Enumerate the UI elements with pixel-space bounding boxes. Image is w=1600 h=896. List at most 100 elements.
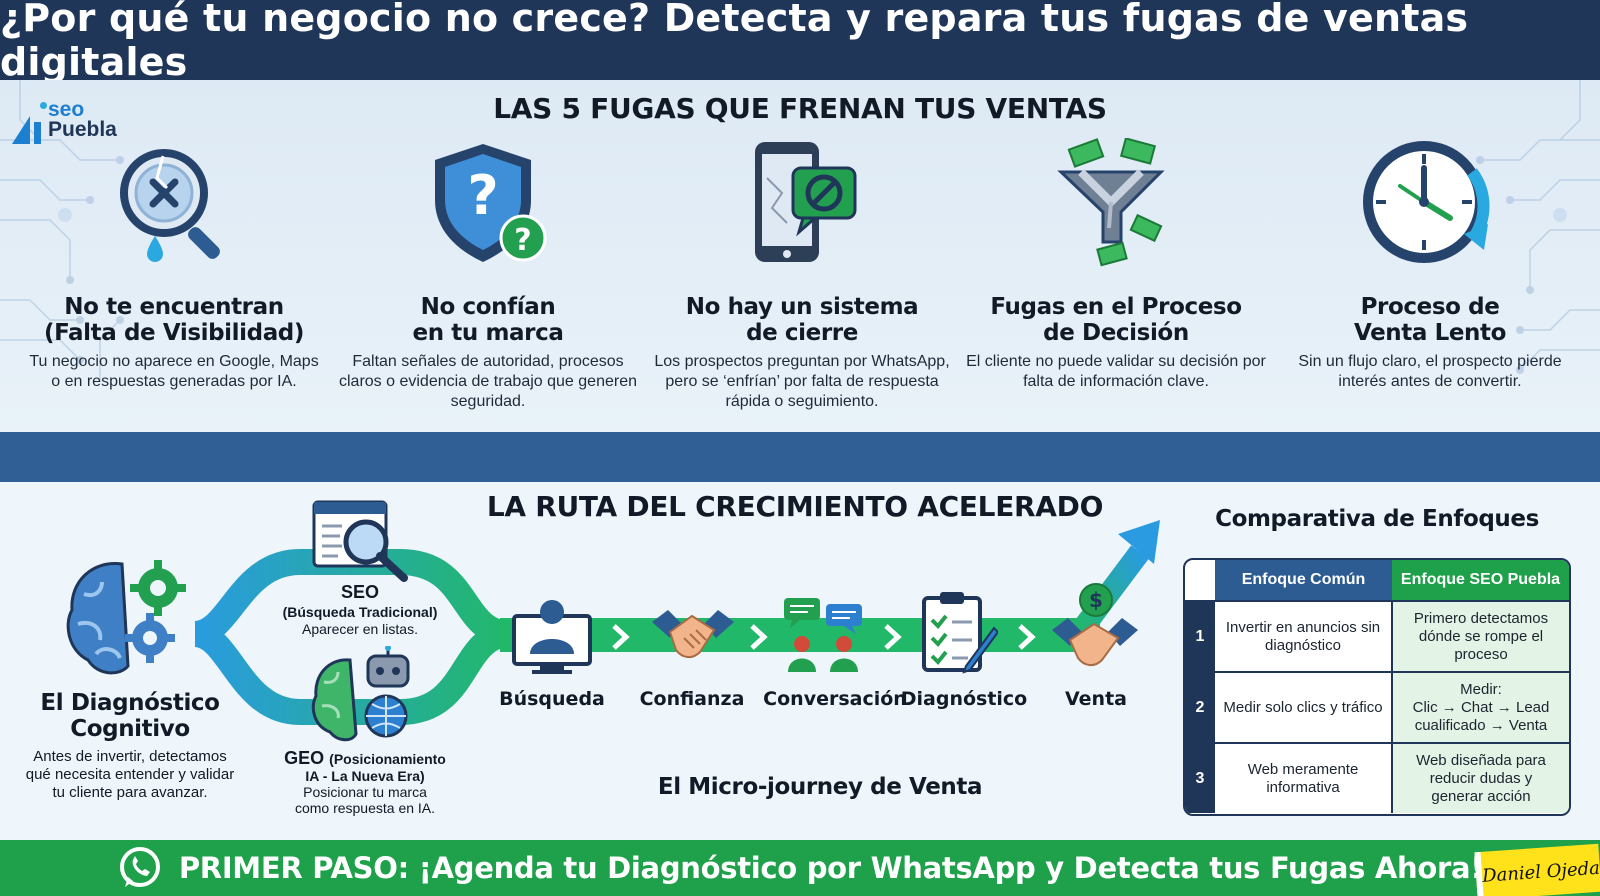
leak-title-1-line-2: (Falta de Visibilidad) [43, 320, 304, 346]
micro-journey-label: El Micro-journey de Venta [657, 774, 983, 800]
diagnostic-title-line-2: Cognitivo [70, 716, 190, 742]
row-seo-line-1: Web diseñada para [1416, 751, 1546, 769]
table-row: 1 Invertir en anuncios sin diagnóstico P… [1185, 600, 1569, 671]
diagnostic-desc-line-3: tu cliente para avanzar. [52, 784, 208, 801]
step-label-diagnostico: Diagnóstico [900, 688, 1028, 710]
leak-desc-1: Tu negocio no aparece en Google, Maps o … [29, 353, 319, 390]
row-seo-line-3: generar acción [1431, 787, 1531, 805]
diagnostic-desc-line-2: qué necesita entender y validar [25, 766, 235, 783]
comparison-table: Enfoque Común Enfoque SEO Puebla 1 Inver… [1183, 558, 1571, 816]
svg-text:?: ? [514, 223, 531, 258]
people-chat-icon [784, 598, 862, 672]
geo-subtitle: IA - La Nueva Era) [305, 768, 425, 784]
leaking-funnel-money-icon [1057, 138, 1165, 267]
diagnostic-title: El Diagnóstico Cognitivo [20, 690, 240, 742]
column-header-common: Enfoque Común [1215, 560, 1392, 600]
route-flow-graphic [193, 520, 1160, 725]
row-seo-cell: Primero detectamos dónde se rompe el pro… [1393, 602, 1569, 671]
leak-item-slow: Proceso de Venta Lento Sin un flujo clar… [1270, 138, 1590, 392]
circuit-decoration-left-icon [0, 80, 124, 380]
row-seo-line-3: cualificado → Venta [1414, 716, 1548, 734]
brain-robot-globe-icon [311, 646, 410, 742]
row-seo-cell: Medir: Clic → Chat → Lead cualificado → … [1393, 673, 1569, 742]
table-row: 2 Medir solo clics y tráfico Medir: Clic… [1185, 671, 1569, 742]
row-seo-line-1: Medir: [1460, 680, 1502, 698]
seo-puebla-logo: seo Puebla [10, 98, 140, 148]
leak-title-3-line-1: No hay un sistema [685, 294, 919, 320]
section-divider [0, 432, 1600, 482]
brain-gears-icon [66, 560, 186, 675]
row-common-cell: Invertir en anuncios sin diagnóstico [1215, 602, 1393, 671]
chevron-right-icon [612, 624, 630, 650]
step-label-busqueda: Búsqueda [499, 688, 605, 710]
table-row: 3 Web meramente informativa Web diseñada… [1185, 742, 1569, 813]
leak-title-1-line-1: No te encuentran [64, 294, 284, 320]
clipboard-check-icon [922, 592, 998, 674]
leak-title-5-line-1: Proceso de [1360, 294, 1500, 320]
leaks-title: LAS 5 FUGAS QUE FRENAN TUS VENTAS [493, 92, 1107, 125]
geo-title-paren: (Posicionamiento [329, 751, 446, 767]
svg-text:?: ? [467, 164, 498, 227]
person-monitor-icon [512, 600, 592, 674]
leak-desc-4: El cliente no puede validar su decisión … [966, 353, 1266, 390]
handshake-dollar-icon: $ [1052, 583, 1138, 666]
leaks-grid: No te encuentran (Falta de Visibilidad) … [0, 138, 1600, 428]
leak-desc-3: Los prospectos preguntan por WhatsApp, p… [654, 353, 950, 410]
row-seo-line-1: Primero detectamos [1413, 609, 1549, 627]
browser-magnifier-icon [312, 500, 408, 582]
clock-arrow-icon [1363, 141, 1490, 263]
logo-text-puebla: Puebla [48, 118, 117, 141]
geo-title: GEO (Posicionamiento [270, 748, 460, 769]
page-title: ¿Por qué tu negocio no crece? Detecta y … [0, 0, 1469, 84]
circuit-decoration-right-icon [1476, 80, 1600, 374]
handshake-icon [652, 610, 734, 658]
row-seo-line-2: Clic → Chat → Lead [1412, 698, 1550, 716]
cta-banner[interactable]: PRIMER PASO: ¡Agenda tu Diagnóstico por … [0, 840, 1600, 896]
geo-desc-line-1: Posicionar tu marca [303, 784, 427, 800]
route-title: LA RUTA DEL CRECIMIENTO ACELERADO [486, 490, 1104, 523]
row-common-cell: Medir solo clics y tráfico [1215, 673, 1393, 742]
leak-title-4-line-1: Fugas en el Proceso [990, 294, 1242, 320]
row-seo-line-2: dónde se rompe el [1418, 627, 1544, 645]
logo-mark-icon [12, 116, 41, 144]
leak-title-3-line-2: de cierre [746, 320, 858, 346]
leak-item-visibility: No te encuentran (Falta de Visibilidad) … [14, 138, 334, 392]
row-number: 1 [1185, 602, 1215, 671]
svg-text:$: $ [1089, 588, 1103, 612]
whatsapp-icon [119, 847, 160, 887]
step-label-venta: Venta [1065, 688, 1127, 710]
row-seo-cell: Web diseñada para reducir dudas y genera… [1393, 744, 1569, 813]
seo-subtitle: (Búsqueda Tradicional) [282, 604, 438, 620]
leak-title-2-line-1: No confían [420, 294, 556, 320]
diagnostic-title-line-1: El Diagnóstico [40, 690, 220, 716]
signature: Daniel Ojeda [1474, 843, 1600, 896]
phone-blocked-chat-icon [755, 142, 857, 262]
leaks-section: seo Puebla LAS 5 FUGAS QUE FRENAN TUS VE… [0, 80, 1600, 432]
logo-dot [40, 102, 47, 109]
comparison-title: Comparativa de Enfoques [1215, 506, 1539, 532]
row-number: 3 [1185, 744, 1215, 813]
diagnostic-desc-line-1: Antes de invertir, detectamos [33, 748, 227, 765]
seo-title: SEO [340, 582, 379, 602]
shield-question-icon: ? ? [435, 144, 547, 262]
leak-item-closing: No hay un sistema de cierre Los prospect… [642, 138, 962, 412]
leak-item-trust: ? ? No confían en tu marca Faltan señale… [328, 138, 648, 412]
cta-text[interactable]: PRIMER PASO: ¡Agenda tu Diagnóstico por … [178, 851, 1484, 885]
leak-title-5-line-2: Venta Lento [1353, 320, 1507, 346]
column-header-seo-puebla: Enfoque SEO Puebla [1392, 560, 1569, 600]
row-number: 2 [1185, 673, 1215, 742]
chevron-right-icon [884, 624, 902, 650]
row-seo-line-3: proceso [1454, 645, 1508, 663]
leak-desc-2: Faltan señales de autoridad, procesos cl… [339, 353, 637, 410]
leak-title-4-line-2: de Decisión [1043, 320, 1189, 346]
logo-text-seo: seo [48, 98, 85, 121]
leak-title-2-line-2: en tu marca [412, 320, 564, 346]
geo-desc: Posicionar tu marca como respuesta en IA… [270, 784, 460, 816]
seo-desc: Aparecer en listas. [302, 621, 418, 637]
leak-desc-5: Sin un flujo claro, el prospecto pierde … [1298, 353, 1562, 390]
magnifier-broken-icon [120, 149, 220, 262]
geo-desc-line-2: como respuesta en IA. [294, 800, 436, 816]
chevron-right-icon [750, 624, 768, 650]
step-label-confianza: Confianza [639, 688, 745, 710]
leak-item-decision: Fugas en el Proceso de Decisión El clien… [956, 138, 1276, 392]
